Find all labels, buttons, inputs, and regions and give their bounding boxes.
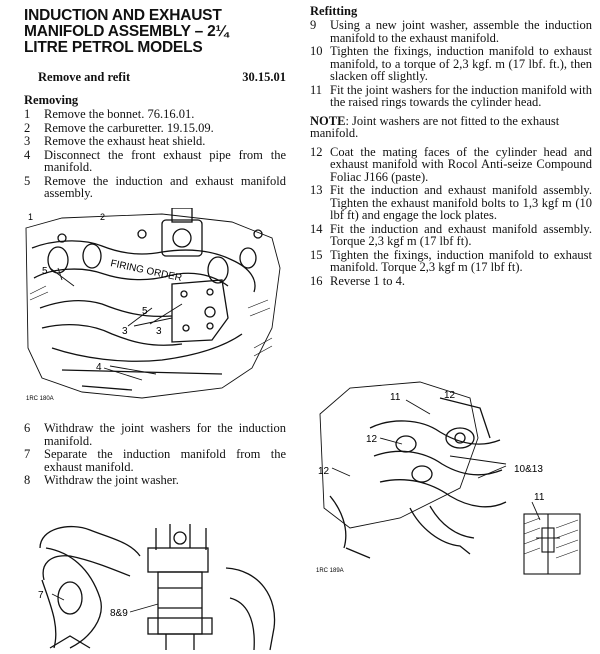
left-column: INDUCTION AND EXHAUST MANIFOLD ASSEMBLY …	[24, 8, 286, 201]
page-title: INDUCTION AND EXHAUST MANIFOLD ASSEMBLY …	[24, 7, 229, 56]
fig3-callout-7: 7	[38, 590, 44, 601]
fig1-callout-3b: 3	[156, 326, 162, 337]
manifold-drawing-3: 7 8&9	[38, 524, 276, 651]
manifold-drawing-2: 11 12 12 12 10&13 11 1RC 189A	[316, 381, 581, 575]
fig1-callout-5b: 5	[142, 306, 148, 317]
fig1-callout-1: 1	[28, 212, 33, 222]
fig1-callout-5a: 5	[42, 266, 48, 277]
fig1-callout-3a: 3	[122, 326, 128, 337]
fig3-callout-8-9: 8&9	[110, 608, 128, 619]
refitting-heading: Refitting	[310, 4, 358, 18]
fig1-callout-4: 4	[96, 362, 102, 373]
note-paragraph: NOTE: Joint washers are not fitted to th…	[310, 113, 592, 140]
fig2-callout-11b: 11	[534, 492, 545, 503]
removing-heading: Removing	[24, 93, 79, 107]
figure-manifold-refit: 11 12 12 12 10&13 11 1RC 189A	[310, 378, 594, 578]
operation-header: Remove and refit 30.15.01	[24, 70, 286, 85]
fig1-callout-2: 2	[100, 212, 105, 222]
fig2-callout-10-13: 10&13	[514, 464, 543, 475]
operation-label: Remove and refit	[38, 70, 131, 84]
fig2-callout-12c: 12	[318, 466, 330, 477]
note-text: : Joint washers are not fitted to the ex…	[310, 113, 560, 140]
fig2-code: 1RC 189A	[316, 568, 344, 574]
figure-manifold-separated: 7 8&9	[30, 508, 280, 652]
fig2-callout-12a: 12	[444, 390, 456, 401]
firing-order-label: FIRING ORDER	[109, 258, 182, 284]
figure-manifold-on-engine: FIRING ORDER 1 2 5 5 3 3 4 1RC 180A	[22, 208, 284, 408]
operation-code: 30.15.01	[242, 70, 286, 84]
fig1-code: 1RC 180A	[26, 396, 54, 402]
note-label: NOTE	[310, 113, 346, 128]
fig2-callout-11a: 11	[390, 392, 401, 403]
fig2-callout-12b: 12	[366, 434, 378, 445]
manifold-drawing-1: FIRING ORDER 1 2 5 5 3 3 4 1RC 180A	[25, 208, 281, 402]
